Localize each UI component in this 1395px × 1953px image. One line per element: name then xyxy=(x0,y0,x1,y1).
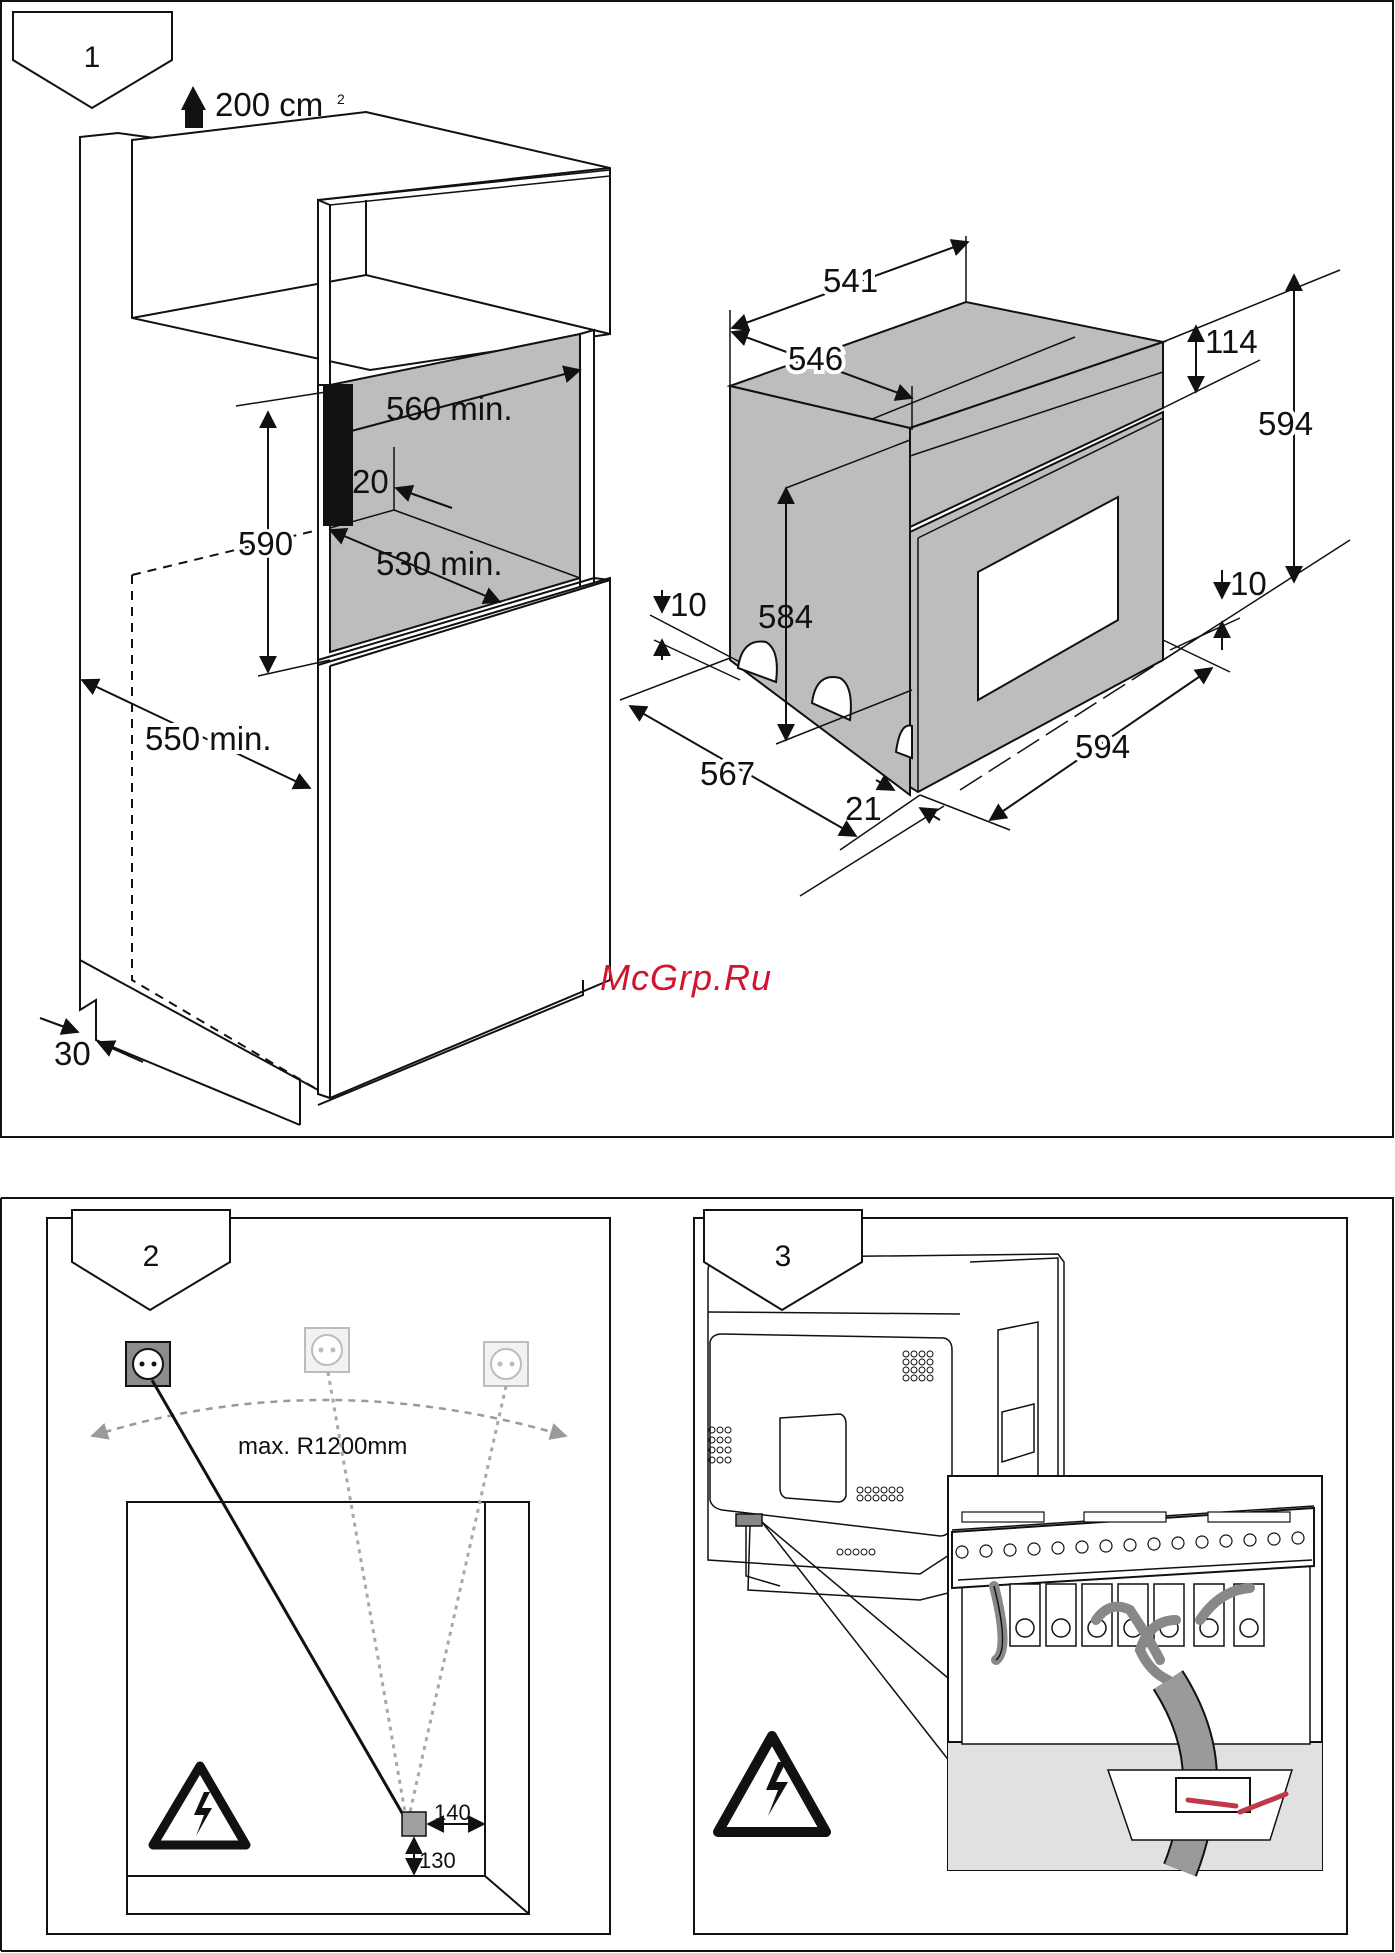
dim-oven-height: 594 xyxy=(1258,405,1313,442)
dim-oven-width: 541 xyxy=(823,262,878,299)
watermark: McGrp.Ru xyxy=(600,957,772,998)
dim-panel-height: 114 xyxy=(1205,323,1258,360)
cabinet-drawing xyxy=(80,112,610,1125)
step-tag-1: 1 xyxy=(13,12,172,108)
vent-area-label: 200 cm xyxy=(215,86,323,123)
panel-3: 3 xyxy=(694,1210,1347,1934)
panel-1: 1 200 cm 2 xyxy=(1,1,1393,1137)
vent-area-superscript: 2 xyxy=(337,91,345,107)
vent-strip xyxy=(323,384,353,526)
connection-box xyxy=(402,1812,426,1836)
dim-floor-gap: 10 xyxy=(1230,565,1267,602)
dim-bottom-offset: 130 xyxy=(419,1848,456,1873)
high-voltage-warning-icon xyxy=(718,1736,826,1832)
dim-oven-depth: 567 xyxy=(700,755,755,792)
dim-side-depth: 30 xyxy=(54,1035,91,1072)
dim-cabinet-depth: 550 min. xyxy=(145,720,272,757)
dim-gap: 20 xyxy=(352,463,389,500)
dim-cabinet-width: 560 min. xyxy=(386,390,513,427)
niche-outline xyxy=(127,1502,529,1914)
dim-foot-height: 10 xyxy=(670,586,707,623)
vent-arrow-icon xyxy=(181,86,206,128)
dim-front-width: 594 xyxy=(1075,728,1130,765)
dim-side-offset: 140 xyxy=(434,1800,471,1825)
dim-niche-height: 590 xyxy=(238,525,293,562)
socket-ghost-icon xyxy=(305,1328,349,1372)
socket-ghost-icon xyxy=(484,1342,528,1386)
socket-icon xyxy=(126,1342,170,1386)
dim-door-depth: 21 xyxy=(845,790,882,827)
dim-oven-inner-width: 546 xyxy=(788,340,843,377)
dim-niche-depth: 530 min. xyxy=(376,545,503,582)
step-number: 1 xyxy=(84,41,101,74)
step-tag-2: 2 xyxy=(72,1210,230,1310)
dim-body-height: 584 xyxy=(758,598,813,635)
step-number: 3 xyxy=(775,1240,792,1273)
step-number: 2 xyxy=(143,1240,160,1273)
radius-label: max. R1200mm xyxy=(238,1433,407,1460)
terminal-block-icon xyxy=(948,1476,1322,1870)
